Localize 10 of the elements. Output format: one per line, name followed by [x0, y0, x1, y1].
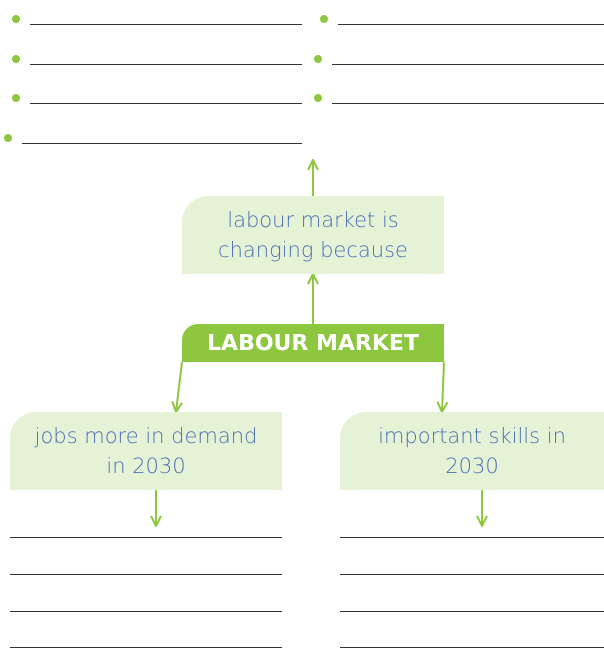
topic-box: jobs more in demand in 2030 — [10, 412, 282, 490]
topic-box: labour market is changing because — [182, 196, 444, 274]
topic-box: important skills in 2030 — [340, 412, 604, 490]
arrow — [307, 273, 319, 324]
arrow — [171, 362, 184, 413]
arrow — [436, 362, 448, 413]
arrow — [307, 159, 319, 196]
arrow — [150, 490, 162, 527]
arrow — [476, 490, 488, 527]
title-banner: LABOUR MARKET — [182, 324, 444, 362]
